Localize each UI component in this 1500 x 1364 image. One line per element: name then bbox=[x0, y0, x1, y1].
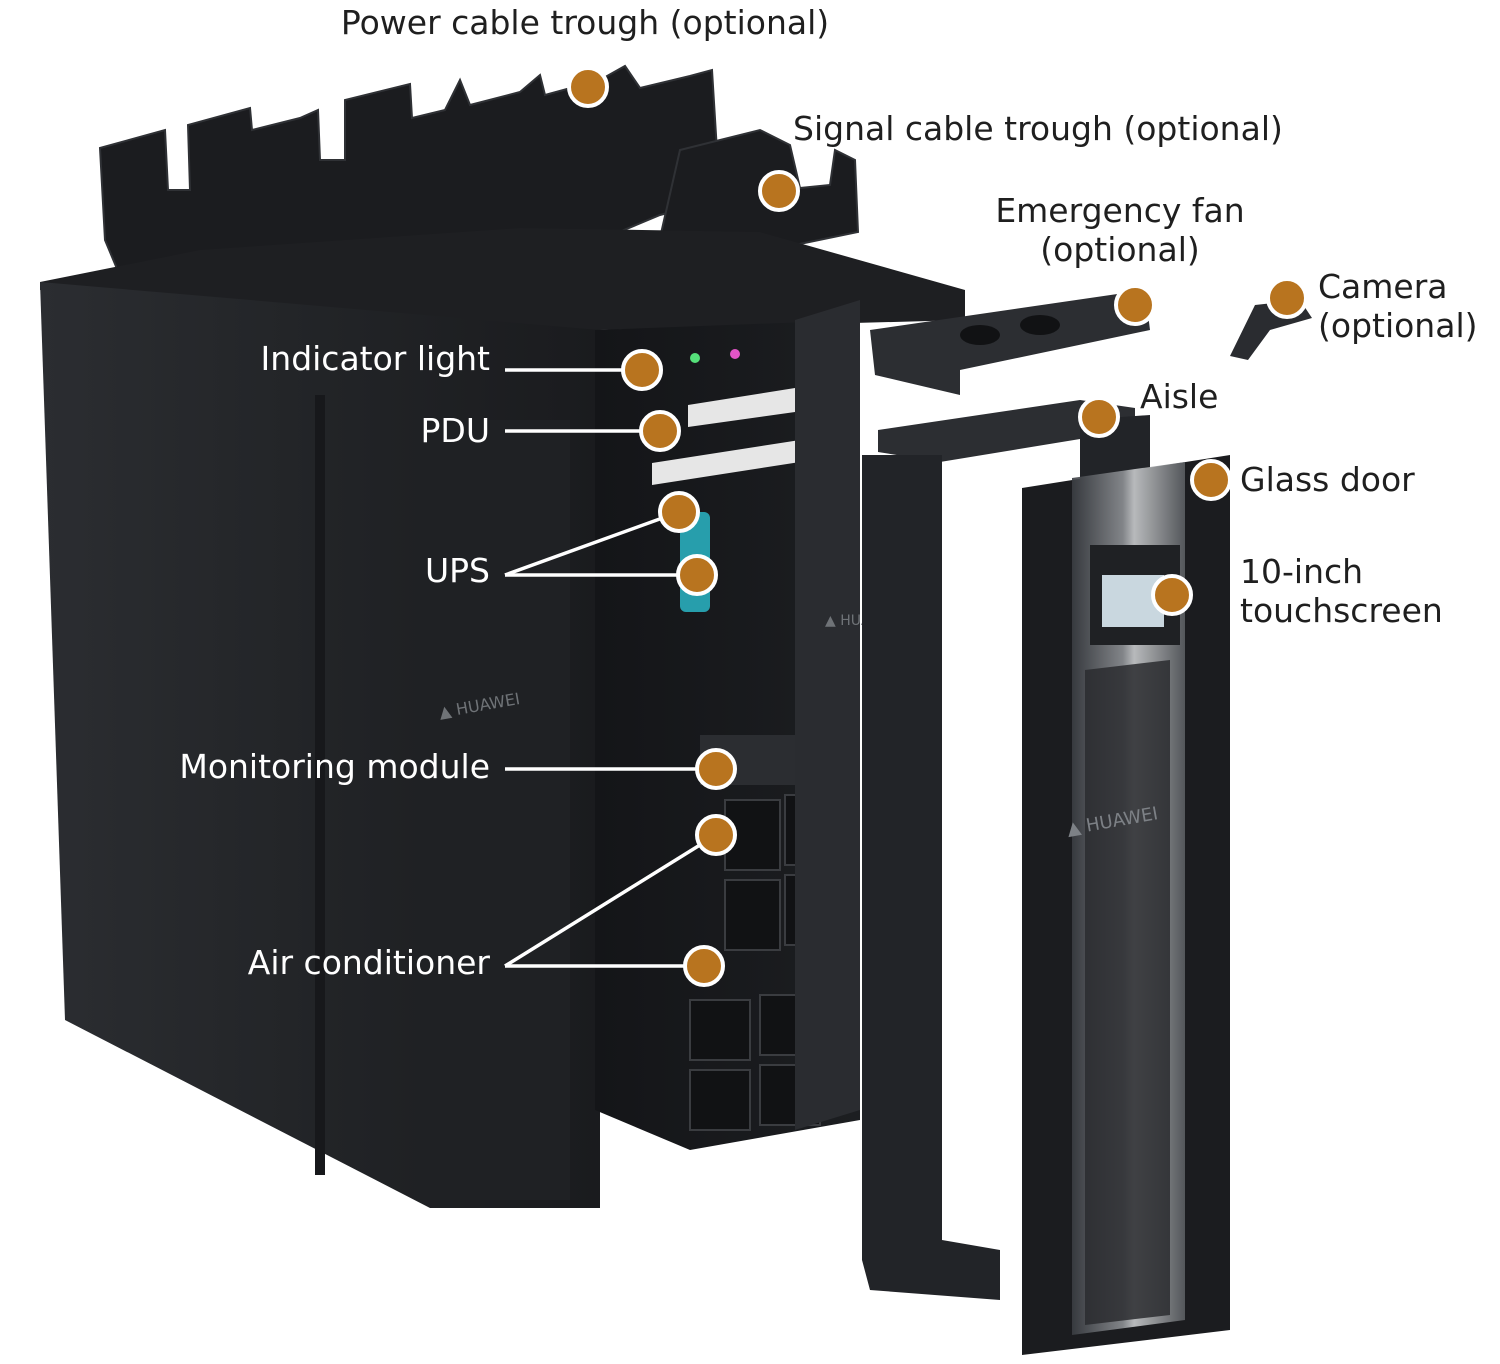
marker-pdu bbox=[639, 410, 681, 452]
label-power-cable-trough: Power cable trough (optional) bbox=[340, 3, 830, 42]
marker-ups-2 bbox=[676, 554, 718, 596]
label-touchscreen-line1: 10-inch bbox=[1240, 552, 1364, 591]
label-aisle: Aisle bbox=[1140, 377, 1219, 416]
marker-indicator-light bbox=[621, 349, 663, 391]
label-emergency-fan-line1: Emergency fan bbox=[995, 191, 1245, 230]
marker-aircon-2 bbox=[683, 945, 725, 987]
label-camera: Camera (optional) bbox=[1318, 267, 1478, 346]
label-pdu: PDU bbox=[420, 411, 490, 450]
emergency-fan-panel bbox=[870, 290, 1150, 395]
label-ups: UPS bbox=[424, 551, 490, 590]
panel-seam bbox=[315, 395, 325, 1175]
marker-aircon-1 bbox=[695, 814, 737, 856]
label-signal-cable-trough: Signal cable trough (optional) bbox=[793, 109, 1283, 148]
panel-door bbox=[420, 420, 570, 1200]
glass-door-center bbox=[1085, 660, 1170, 1325]
label-monitoring-module: Monitoring module bbox=[179, 747, 490, 786]
marker-emergency-fan bbox=[1114, 284, 1156, 326]
marker-aisle bbox=[1078, 396, 1120, 438]
label-glass-door: Glass door bbox=[1240, 460, 1415, 499]
label-touchscreen: 10-inch touchscreen bbox=[1240, 552, 1443, 631]
label-camera-line2: (optional) bbox=[1318, 305, 1478, 345]
pdu-strip-lower bbox=[652, 440, 800, 485]
label-emergency-fan: Emergency fan (optional) bbox=[960, 191, 1280, 270]
pdu-strip-upper bbox=[688, 388, 795, 427]
marker-touchscreen bbox=[1151, 574, 1193, 616]
label-indicator-light: Indicator light bbox=[260, 339, 490, 378]
marker-signal-trough bbox=[758, 170, 800, 212]
marker-ups-1 bbox=[658, 491, 700, 533]
label-camera-line1: Camera bbox=[1318, 267, 1448, 306]
brand-mark-post: ▲ HUA bbox=[825, 613, 871, 629]
support-post bbox=[795, 300, 860, 1130]
marker-camera bbox=[1266, 277, 1308, 319]
marker-glass-door bbox=[1190, 459, 1232, 501]
pink-led bbox=[730, 349, 740, 359]
callout-markers bbox=[567, 66, 1308, 987]
label-touchscreen-line2: touchscreen bbox=[1240, 590, 1443, 630]
leader-lines bbox=[504, 368, 717, 968]
fan-opening-2 bbox=[1020, 315, 1060, 335]
aisle-roof bbox=[878, 400, 1135, 462]
marker-monitoring bbox=[695, 748, 737, 790]
fan-opening-1 bbox=[960, 325, 1000, 345]
label-air-conditioner: Air conditioner bbox=[247, 943, 490, 982]
label-emergency-fan-line2: (optional) bbox=[1040, 229, 1200, 269]
aisle-left-post bbox=[862, 455, 1000, 1300]
leader-ups-1 bbox=[504, 510, 680, 577]
marker-power-trough bbox=[567, 66, 609, 108]
green-led bbox=[690, 353, 700, 363]
leader-aircon-1 bbox=[504, 833, 717, 968]
